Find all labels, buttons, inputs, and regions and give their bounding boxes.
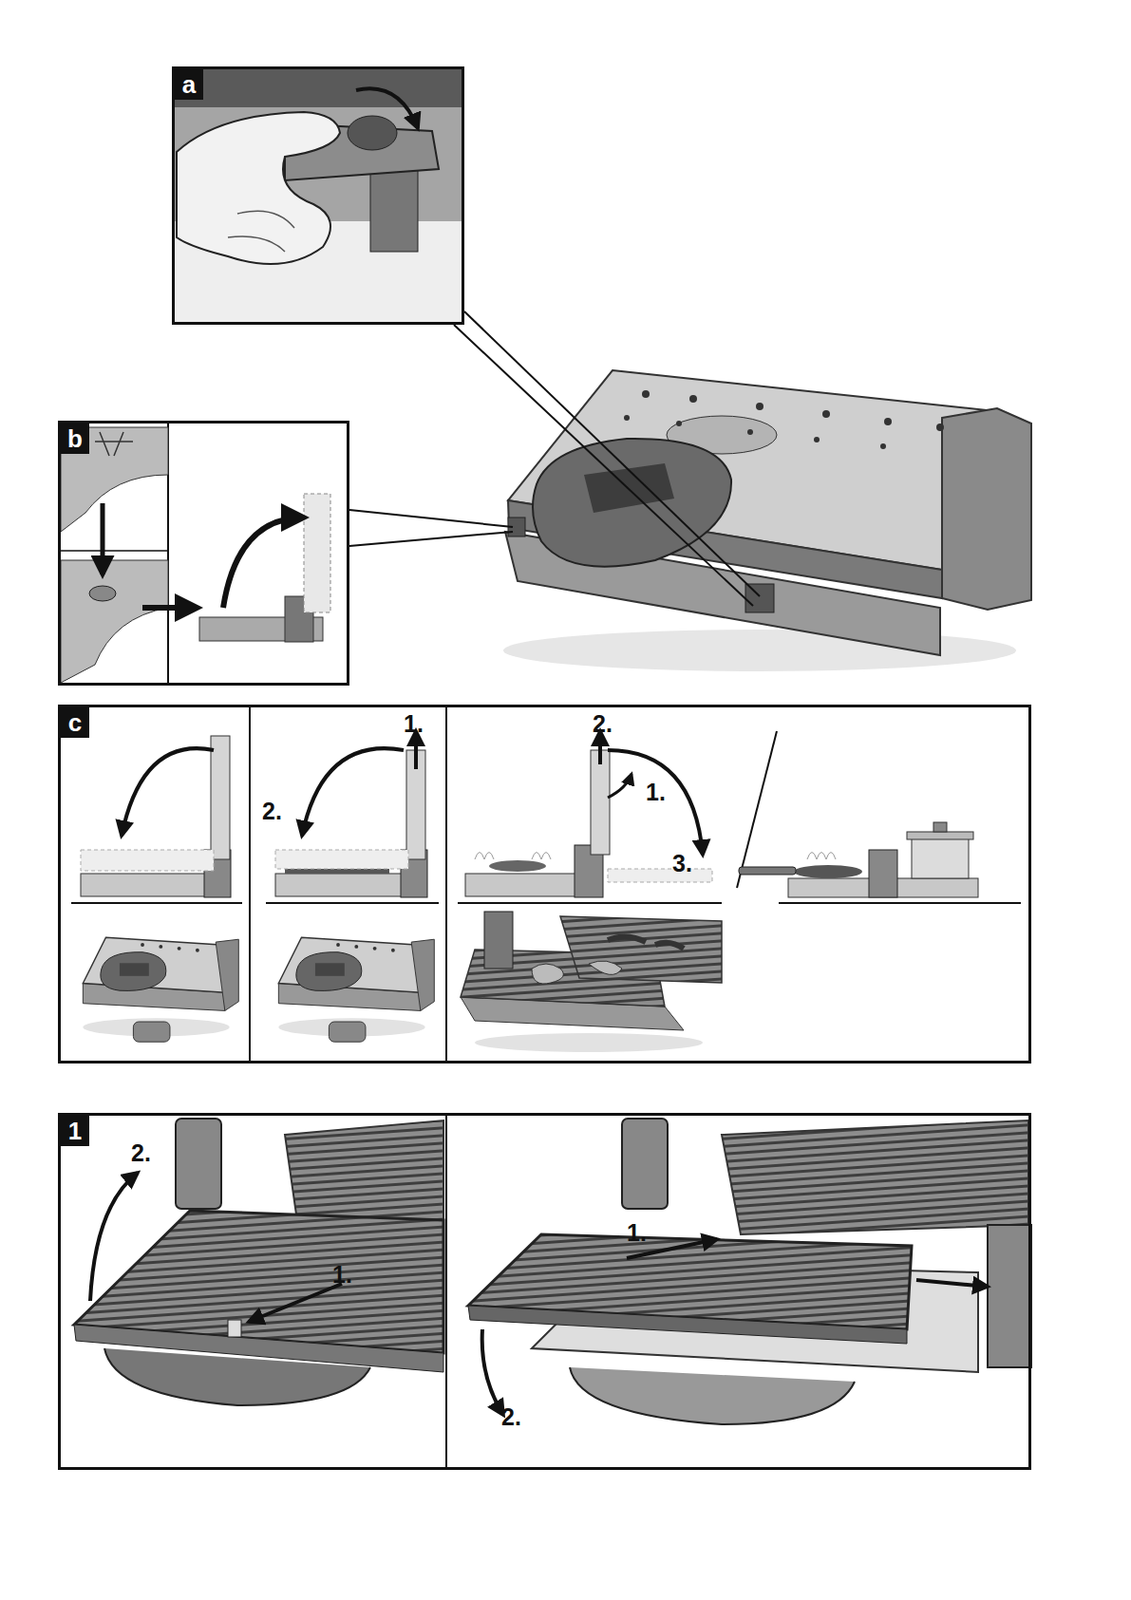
panel-letter: c: [60, 707, 90, 738]
latch-detail: [174, 69, 462, 322]
leader-line: [349, 311, 760, 606]
panel-divider: [445, 1115, 448, 1468]
figure-panel: 1: [57, 1112, 1032, 1471]
step-number: 2.: [592, 710, 613, 738]
step-number: 2.: [501, 1403, 522, 1432]
figure-panel: b: [57, 420, 350, 686]
open-grill: [460, 911, 722, 1053]
step-number: 1.: [626, 1219, 647, 1247]
side-view: [71, 731, 1021, 904]
panel-letter: b: [60, 423, 90, 454]
step-number: 1.: [645, 778, 666, 807]
step-number: 3.: [672, 849, 693, 878]
step-number: 1.: [403, 710, 424, 738]
lid-release-detail: [60, 423, 331, 683]
step-number: 1.: [332, 1261, 353, 1289]
panel-letter: a: [174, 69, 204, 100]
step-number: 2.: [131, 1139, 151, 1168]
panel-letter: 1: [60, 1115, 90, 1147]
figure-panel: a: [171, 66, 465, 325]
figure-panel: c: [57, 704, 1032, 1064]
plate-removal: [74, 1118, 1032, 1425]
step-number: 2.: [262, 797, 283, 826]
panel-divider: [249, 707, 777, 1061]
contact-grill: [503, 370, 1032, 672]
